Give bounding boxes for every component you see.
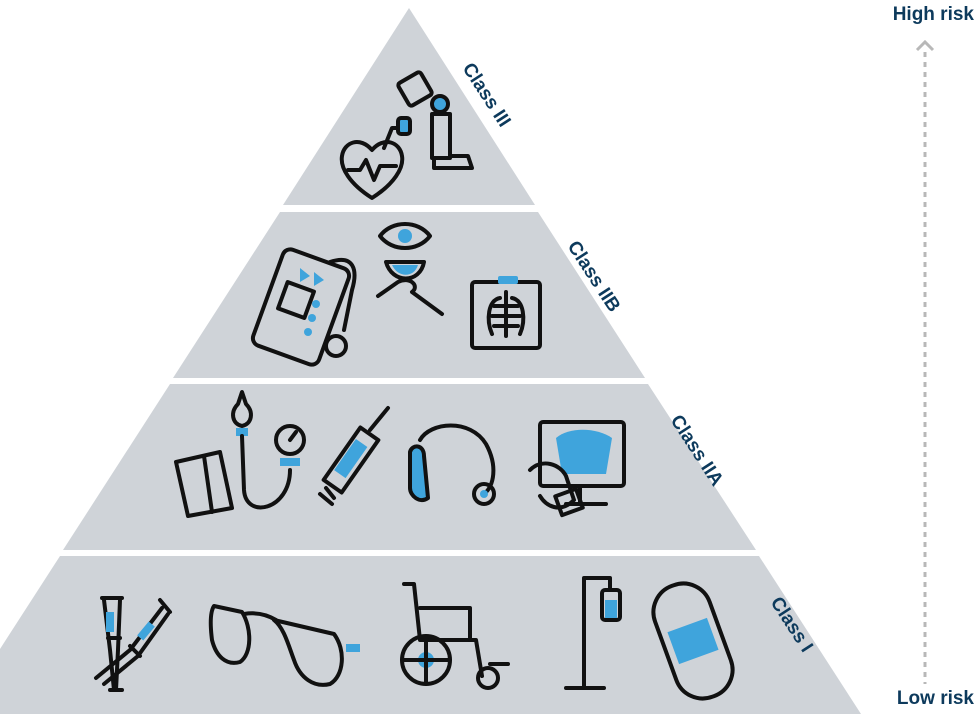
- hearing-aid-icon: [408, 423, 496, 506]
- high-risk-label: High risk: [892, 4, 974, 25]
- chest-xray-icon: [470, 276, 542, 350]
- crutches-icon: [94, 596, 172, 692]
- infusion-pump-icon: [250, 247, 357, 367]
- prosthetic-leg-icon: [396, 70, 474, 170]
- bandage-icon: [651, 581, 735, 701]
- syringe-icon: [318, 406, 390, 506]
- ultrasound-monitor-icon: [528, 420, 626, 518]
- contact-lens-icon: [376, 222, 444, 316]
- pacemaker-heart-icon: [339, 116, 412, 200]
- iv-stand-icon: [564, 576, 622, 690]
- wheelchair-icon: [400, 582, 510, 690]
- tier-class-iib: [173, 212, 645, 378]
- eyeglasses-icon: [208, 604, 360, 687]
- low-risk-label: Low risk: [896, 688, 974, 709]
- blood-pressure-cuff-icon: [174, 390, 306, 518]
- risk-axis-arrowhead: [915, 39, 935, 52]
